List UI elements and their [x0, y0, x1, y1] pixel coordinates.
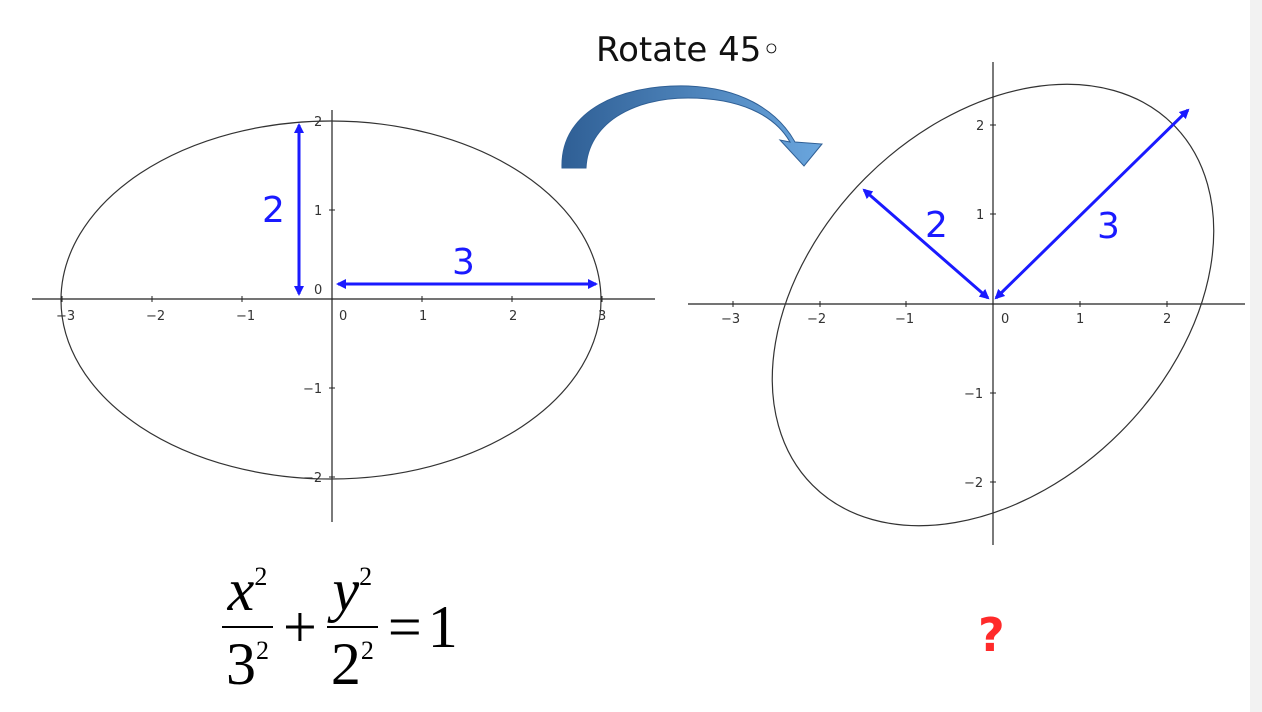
right-ytick-label: 2 [976, 119, 984, 134]
page-edge-strip [1250, 0, 1262, 712]
x-denominator: 3 [226, 631, 256, 697]
x-fraction: x2 32 [222, 560, 273, 694]
right-ellipse [771, 83, 1215, 527]
right-x-ticks: −3 −2 −1 0 1 2 [721, 301, 1171, 327]
right-minor-axis-label: 2 [925, 205, 948, 246]
rotate-arrow [561, 85, 823, 169]
unknown-equation-mark: ? [978, 608, 1005, 662]
fraction-bar [222, 626, 273, 628]
right-minor-axis-arrow [862, 188, 990, 300]
y-fraction: y2 22 [326, 557, 378, 697]
left-ytick-label: 2 [314, 115, 322, 130]
y-denominator-exponent: 2 [360, 636, 374, 665]
left-y-ticks: 2 1 0 −1 −2 [303, 115, 335, 486]
left-xtick-label: −3 [56, 309, 75, 324]
left-graph: −3 −2 −1 0 1 2 3 2 1 0 −1 −2 2 3 [32, 110, 655, 522]
fraction-bar [326, 626, 378, 628]
equals-sign: = [387, 593, 422, 660]
left-xtick-label: 0 [339, 309, 347, 324]
equation-rhs: 1 [427, 593, 458, 660]
right-ytick-label: −1 [964, 387, 983, 402]
left-ytick-label: 0 [314, 283, 322, 298]
ellipse-equation: x2 32 + y2 22 = 1 [218, 560, 458, 694]
left-xtick-label: 3 [598, 309, 606, 324]
right-xtick-label: −3 [721, 312, 740, 327]
right-xtick-label: 1 [1076, 312, 1084, 327]
left-xtick-label: −2 [146, 309, 165, 324]
left-ytick-label: −1 [303, 382, 322, 397]
left-xtick-label: −1 [236, 309, 255, 324]
right-ytick-label: 1 [976, 208, 984, 223]
left-ytick-label: 1 [314, 204, 322, 219]
left-xtick-label: 2 [509, 309, 517, 324]
x-variable: x [227, 557, 255, 623]
y-denominator: 2 [330, 631, 361, 697]
y-variable: y [332, 557, 360, 623]
plus-sign: + [283, 593, 317, 660]
right-major-axis-arrow [994, 108, 1190, 300]
right-xtick-label: −1 [895, 312, 914, 327]
right-xtick-label: 2 [1163, 312, 1171, 327]
right-graph: −3 −2 −1 0 1 2 2 1 −1 −2 2 3 [688, 62, 1245, 545]
left-minor-axis-label: 2 [262, 190, 285, 231]
x-denominator-exponent: 2 [256, 636, 269, 665]
left-major-axis-label: 3 [452, 242, 475, 283]
curved-arrow-icon [561, 85, 823, 169]
left-x-ticks: −3 −2 −1 0 1 2 3 [56, 296, 606, 324]
rotate-title: Rotate 45◦ [596, 30, 782, 70]
right-xtick-label: −2 [807, 312, 826, 327]
y-exponent: 2 [359, 562, 373, 591]
right-xtick-label: 0 [1001, 312, 1009, 327]
right-y-ticks: 2 1 −1 −2 [964, 119, 996, 491]
left-ellipse [60, 120, 602, 480]
x-exponent: 2 [254, 562, 268, 591]
right-major-axis-label: 3 [1097, 206, 1120, 247]
left-xtick-label: 1 [419, 309, 427, 324]
right-ytick-label: −2 [964, 476, 983, 491]
